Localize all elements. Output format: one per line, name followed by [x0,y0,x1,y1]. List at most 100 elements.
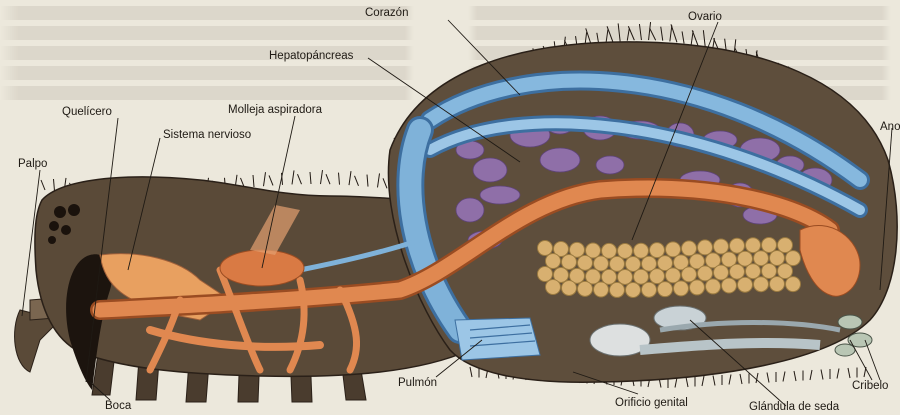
label-ovario: Ovario [688,12,722,24]
egg [546,280,561,295]
egg [786,251,801,266]
hair [367,175,368,187]
hair [470,367,472,377]
egg [746,264,761,279]
egg [754,251,769,266]
hair [264,172,266,186]
label-ano: Ano [880,122,900,134]
label-glandula-de-seda: Glándula de seda [749,402,839,414]
hair [627,29,629,41]
egg [682,241,697,256]
hair [269,175,273,185]
label-quelicero: Quelícero [62,107,112,119]
hair [740,374,742,384]
hair [713,376,715,386]
hair [686,377,688,387]
egg [626,282,641,297]
label-hepatopancreas: Hepatopáncreas [269,51,353,63]
egg [674,281,689,296]
egg [610,282,625,297]
hair [837,369,839,379]
egg [618,243,633,258]
hair [54,179,55,191]
egg [594,282,609,297]
hair [671,24,677,42]
hair [310,172,311,184]
egg [786,277,801,292]
hair [383,178,387,188]
egg [562,254,577,269]
egg [682,267,697,282]
hair [628,26,634,40]
hair [810,370,812,380]
egg [730,264,745,279]
egg [746,238,761,253]
label-molleja-aspiradora: Molleja aspiradora [228,105,322,117]
egg [578,281,593,296]
hair [703,30,705,48]
egg [658,282,673,297]
egg [666,268,681,283]
label-palpo: Palpo [18,159,47,171]
label-boca: Boca [105,401,131,413]
label-sistema-nervioso: Sistema nervioso [163,130,251,142]
hair [794,371,796,381]
hepatopancreas-lobe [596,156,624,174]
hair [783,372,785,382]
egg [698,240,713,255]
hair [378,173,380,187]
hepatopancreas-lobe [456,198,484,222]
hair [618,23,620,41]
hair [607,26,613,42]
hair [702,376,704,386]
egg [730,238,745,253]
hepatopancreas-lobe [473,158,507,182]
hair [767,373,769,383]
egg [770,277,785,292]
egg [594,256,609,271]
book-lung [455,318,540,360]
egg [754,277,769,292]
egg [714,265,729,280]
egg [690,280,705,295]
hair [41,180,45,190]
hair [661,27,663,41]
egg [666,242,681,257]
hepatopancreas-lobe [540,148,580,172]
egg [706,279,721,294]
egg [778,238,793,253]
egg [578,255,593,270]
hair [729,375,731,385]
egg [634,269,649,284]
hair [649,22,651,40]
hair [606,29,608,43]
egg [650,243,665,258]
egg [762,264,777,279]
egg [714,239,729,254]
egg [762,238,777,253]
hair [355,176,359,186]
egg [770,251,785,266]
hair [253,175,254,187]
egg [538,241,553,256]
hair [639,24,641,40]
egg [546,254,561,269]
egg [722,278,737,293]
egg [634,243,649,258]
egg [642,282,657,297]
label-cribelo: Cribelo [852,381,888,393]
hair [670,25,672,41]
egg [698,266,713,281]
egg [610,256,625,271]
egg [562,280,577,295]
label-orificio-genital: Orificio genital [615,398,688,410]
hair [848,368,850,378]
hepatopancreas-lobe [480,186,520,204]
label-corazon: Corazón [365,8,408,20]
egg [738,277,753,292]
hair [756,373,758,383]
hair [298,174,302,184]
hair [692,30,698,46]
hair [326,174,330,184]
